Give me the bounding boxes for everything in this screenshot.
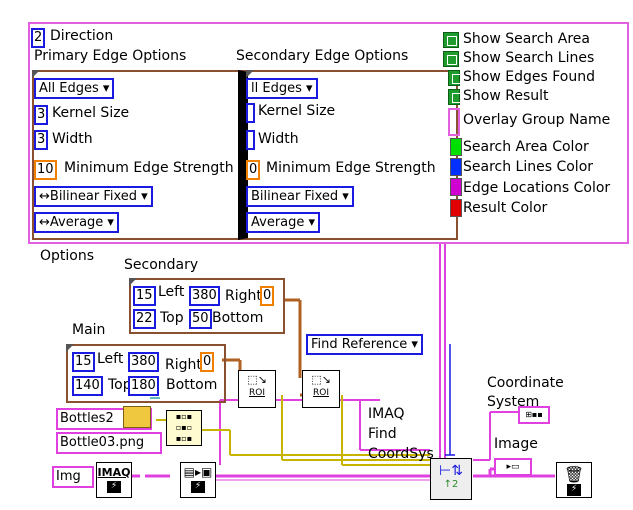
edge-locations-color-label: Edge Locations Color <box>463 180 611 196</box>
coordinate-system-indicator: ⊞▪▪ <box>518 406 550 424</box>
direction-value[interactable]: 2 <box>31 28 46 48</box>
find-reference-value: Find Reference <box>311 337 408 352</box>
overlay-group-name-field[interactable] <box>448 108 460 136</box>
secondary-rectangle-cluster <box>129 278 285 334</box>
secondary-top-label: Top <box>160 310 184 326</box>
show-result-label: Show Result <box>463 88 549 104</box>
options-label: Options <box>40 248 95 264</box>
primary-kernel-size-label: Kernel Size <box>52 105 130 121</box>
secondary-right-extra-value[interactable]: 0 <box>260 286 275 306</box>
show-result-checkbox[interactable] <box>448 89 462 105</box>
primary-min-edge-strength-value[interactable]: 10 <box>34 160 57 180</box>
main-right-label: Right <box>165 357 202 373</box>
secondary-left-value[interactable]: 15 <box>133 286 156 306</box>
secondary-interpolation-select[interactable]: Bilinear Fixed ▾ <box>246 186 354 207</box>
main-bottom-value[interactable]: 180 <box>128 376 159 396</box>
show-search-lines-checkbox[interactable] <box>443 51 459 67</box>
secondary-profile-select[interactable]: Average ▾ <box>246 212 321 233</box>
show-search-area-checkbox[interactable] <box>443 32 459 48</box>
primary-width-label: Width <box>52 131 93 147</box>
imaq-find-coordsys-node[interactable]: ⊢⇅ ↑2 <box>430 458 472 500</box>
main-roi-converter-node[interactable]: ⬚↘ ROI <box>238 370 276 408</box>
build-path-node[interactable]: ▪▫▪▫▪▫▪▫▪ <box>166 410 202 446</box>
secondary-edge-polarity-select[interactable]: ll Edges ▾ <box>246 78 318 99</box>
imaq-readfile-node[interactable]: ▤▸▣ ⚡ <box>180 462 216 498</box>
secondary-kernel-size-label: Kernel Size <box>258 103 336 119</box>
secondary-label: Secondary <box>124 257 199 273</box>
imaq-create-node[interactable]: IMAQ ⚡ <box>96 462 132 498</box>
direction-label: Direction <box>50 28 114 44</box>
image-name-constant[interactable]: Img <box>52 466 94 488</box>
main-left-value[interactable]: 15 <box>72 352 95 372</box>
primary-edge-polarity-value: All Edges <box>39 81 99 96</box>
secondary-interpolation-value: Bilinear Fixed <box>251 189 339 204</box>
edge-locations-color-swatch[interactable] <box>450 178 462 196</box>
primary-profile-value: Average <box>49 215 104 230</box>
main-bottom-label: Bottom <box>166 377 218 393</box>
overlay-group-name-label: Overlay Group Name <box>463 112 611 128</box>
find-reference-select[interactable]: Find Reference ▾ <box>306 334 423 355</box>
secondary-bottom-label: Bottom <box>212 310 264 326</box>
secondary-roi-label: ROI <box>313 388 329 398</box>
imaq-create-label: IMAQ <box>97 466 131 479</box>
secondary-profile-value: Average <box>251 215 305 230</box>
secondary-min-edge-strength-label: Minimum Edge Strength <box>266 160 436 176</box>
show-search-lines-label: Show Search Lines <box>463 50 595 66</box>
secondary-kernel-size-value[interactable] <box>246 103 255 123</box>
main-left-label: Left <box>97 351 124 367</box>
secondary-top-value[interactable]: 22 <box>133 309 156 329</box>
primary-kernel-size-value[interactable]: 3 <box>34 105 49 125</box>
main-roi-label: ROI <box>249 388 265 398</box>
secondary-left-label: Left <box>158 284 185 300</box>
secondary-edge-polarity-value: ll Edges <box>251 81 302 96</box>
image-indicator: ▸▭ <box>494 458 532 476</box>
primary-edge-polarity-select[interactable]: All Edges ▾ <box>34 78 115 99</box>
image-label: Image <box>494 436 538 452</box>
secondary-edge-options-title: Secondary Edge Options <box>236 48 409 64</box>
main-label: Main <box>72 322 106 338</box>
show-edges-found-label: Show Edges Found <box>463 69 595 85</box>
main-rectangle-cluster <box>66 344 226 403</box>
secondary-min-edge-strength-value[interactable]: 0 <box>246 160 261 180</box>
primary-min-edge-strength-label: Minimum Edge Strength <box>64 160 234 176</box>
secondary-bottom-value[interactable]: 50 <box>189 309 212 329</box>
result-color-label: Result Color <box>463 200 548 216</box>
secondary-width-label: Width <box>258 131 299 147</box>
primary-width-value[interactable]: 3 <box>34 130 49 150</box>
options-cluster <box>28 22 629 244</box>
primary-edge-options-title: Primary Edge Options <box>34 48 187 64</box>
imaq-find-coordsys-label: IMAQ Find CoordSys <box>368 406 434 462</box>
file-path-constant[interactable]: Bottle03.png <box>56 432 162 454</box>
folder-icon <box>123 406 151 428</box>
search-area-color-label: Search Area Color <box>463 139 589 155</box>
show-edges-found-checkbox[interactable] <box>448 70 462 86</box>
show-search-area-label: Show Search Area <box>463 31 590 47</box>
main-top-label: Top <box>108 377 132 393</box>
secondary-roi-converter-node[interactable]: ⬚↘ ROI <box>302 370 340 408</box>
primary-interpolation-value: Bilinear Fixed <box>49 189 138 204</box>
secondary-width-value[interactable] <box>246 130 255 150</box>
secondary-right-value[interactable]: 380 <box>189 286 220 306</box>
main-top-value[interactable]: 140 <box>72 376 103 396</box>
search-area-color-swatch[interactable] <box>450 138 462 156</box>
secondary-right-label: Right <box>225 288 262 304</box>
primary-interpolation-select[interactable]: ↔Bilinear Fixed ▾ <box>34 186 153 207</box>
primary-profile-select[interactable]: ↔Average ▾ <box>34 212 119 233</box>
search-lines-color-swatch[interactable] <box>450 158 462 176</box>
imaq-dispose-node[interactable]: 🗑 ⚡ <box>556 462 592 498</box>
main-right-extra-value[interactable]: 0 <box>200 352 215 372</box>
search-lines-color-label: Search Lines Color <box>463 159 594 175</box>
result-color-swatch[interactable] <box>450 199 462 217</box>
main-right-value[interactable]: 380 <box>128 352 159 372</box>
